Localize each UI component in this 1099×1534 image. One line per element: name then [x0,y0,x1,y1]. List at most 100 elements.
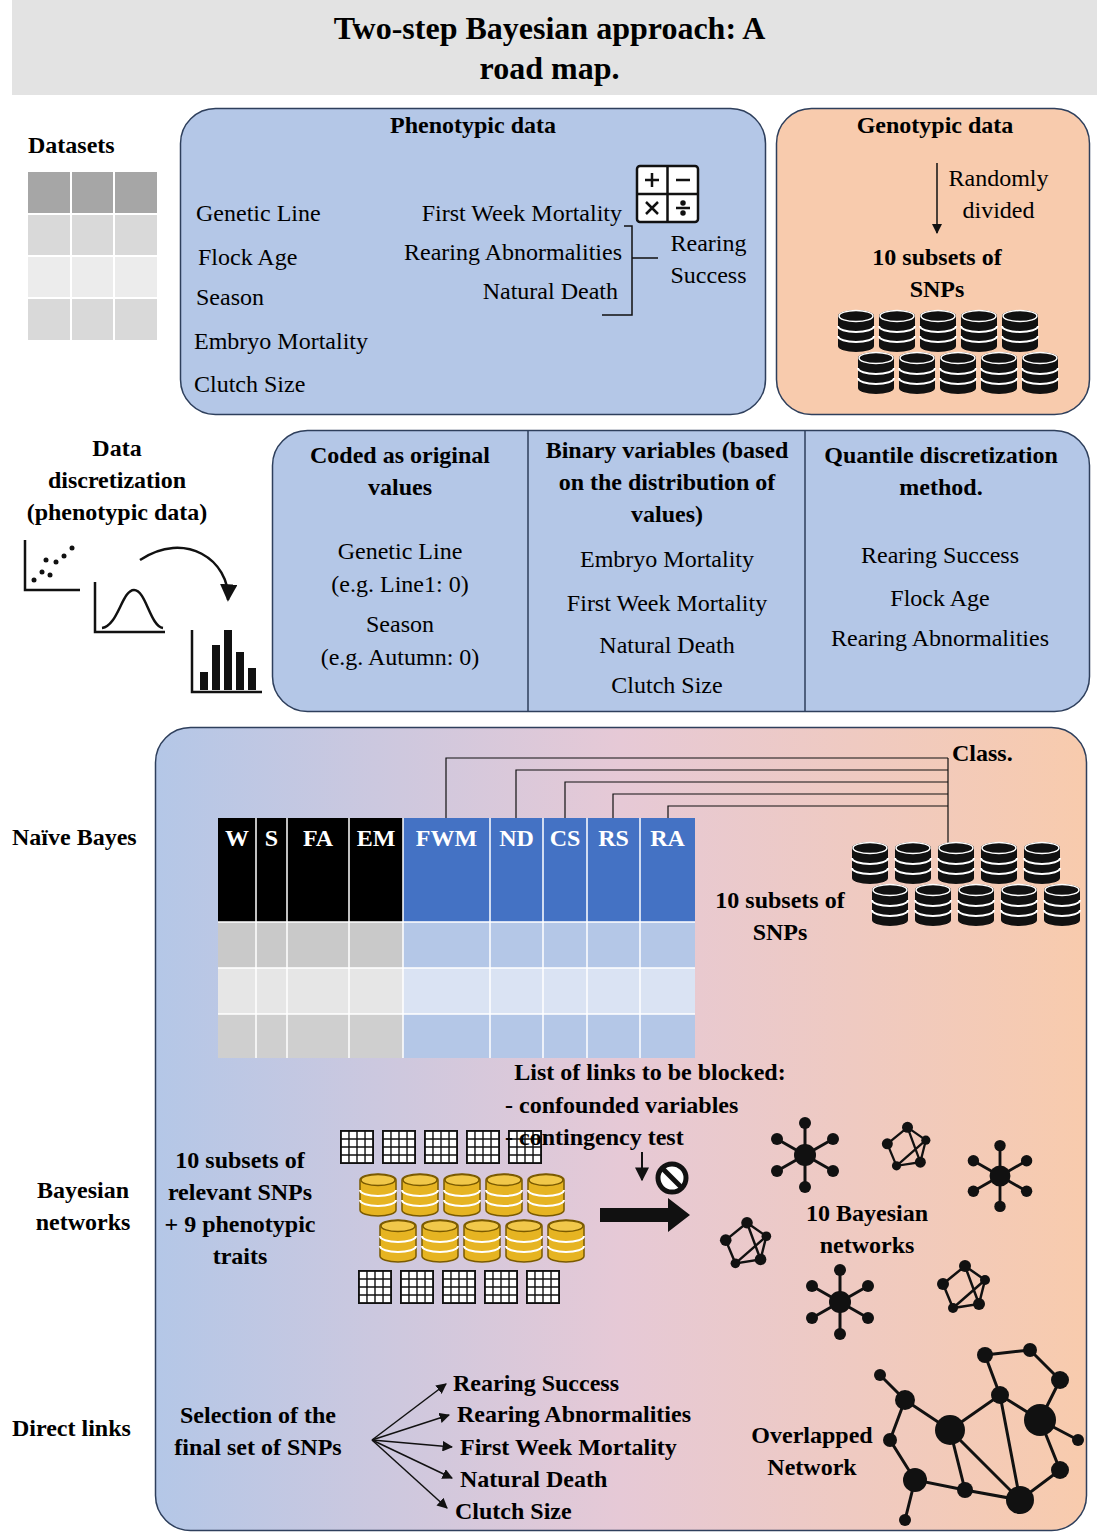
calculator-icon [637,166,698,222]
overlapped-network [883,1433,897,1447]
subset-icons [485,1271,517,1303]
chart-icons [25,540,80,590]
selection-arrows [372,1440,452,1478]
database-icons [872,884,908,926]
table-header: EM [349,822,403,854]
database-icons [895,842,931,884]
database-icons [961,310,997,352]
network-icons [771,1117,839,1193]
box-heading: Class. [952,737,1062,769]
chart-icons [40,570,45,575]
box-text: Clutch Size [455,1495,655,1527]
chart-icons [102,590,163,628]
chart-icons [200,630,256,690]
network-icons [882,1122,931,1171]
table-header: FA [287,822,349,854]
database-icons [1022,352,1058,394]
database-icons [1002,310,1038,352]
database-icons [940,352,976,394]
chart-icons [62,554,67,559]
overlapped-network [1051,1371,1069,1389]
phenotypic-box-shape [181,109,766,415]
selection-arrows [372,1440,447,1508]
box-text: Embryo Mortality [194,325,424,357]
box-text: Rearing Abnormalities [815,622,1065,654]
box-heading: Quantile discretization method. [810,439,1072,503]
overlapped-network [874,1343,1084,1526]
chart-icons [140,548,228,600]
row-label: Datasets [28,129,178,161]
network-icons [937,1260,990,1313]
data-table [218,968,403,1014]
data-table [218,1014,403,1058]
block-symbol [642,1152,686,1192]
database-icons [899,352,935,394]
chart-icons [192,630,262,692]
data-table [218,818,403,922]
row-label: Data discretization (phenotypic data) [22,432,212,528]
database-icons [958,884,994,926]
table-icon [28,214,157,256]
box-text: Season [283,608,517,640]
title-band [12,0,1097,95]
chart-icons [248,668,256,690]
selection-arrows [372,1415,449,1440]
box-text: - confounded variables [505,1089,805,1121]
box-heading: Binary variables (based on the distribut… [542,434,792,530]
subset-icons [528,1174,564,1216]
subset-icons [341,1131,584,1303]
chart-icons [32,546,75,583]
selection-arrows [372,1384,452,1508]
box-text: First Week Mortality [372,197,622,229]
subset-icons [401,1271,433,1303]
table-icon [28,172,157,214]
subset-icons [402,1174,438,1216]
overlapped-network [957,1482,973,1498]
box-text: Rearing Abnormalities [362,236,622,268]
box-text: Flock Age [815,582,1065,614]
table-icon [28,172,157,340]
box-text: Season [196,281,396,313]
network-icons [806,1264,874,1340]
box-text: Rearing Success [815,539,1065,571]
chart-icons [44,558,49,563]
chart-icons [212,645,220,690]
row-label: Direct links [12,1412,152,1444]
genotypic-box-shape [777,109,1090,415]
database-icons [838,310,874,352]
subset-icons [506,1220,542,1262]
subset-icons [464,1220,500,1262]
box-text: Overlapped Network [742,1419,882,1483]
box-text: Rearing Success [453,1367,713,1399]
overlapped-network [1023,1343,1037,1357]
box-text: List of links to be blocked: [470,1056,830,1088]
chart-icons [32,578,37,583]
calculator-icon [682,212,685,215]
chart-icons [95,582,165,632]
subset-icons [425,1131,457,1163]
subset-icons [341,1131,373,1163]
divide-arrow [936,163,938,233]
chart-icons [54,560,59,565]
subset-icons [422,1220,458,1262]
diagram-title: Two-step Bayesian approach: A road map. [322,8,777,88]
table-icon [28,172,157,340]
chart-icons [25,540,262,692]
subset-icons [486,1174,522,1216]
overlapped-network [1051,1461,1069,1479]
overlapped-network [1072,1434,1084,1446]
overlapped-network [874,1343,1084,1526]
class-brackets [446,758,948,855]
table-header: CS [543,822,587,854]
row-label: Bayesian networks [8,1174,158,1238]
binary-column: Binary variables (based on the distribut… [528,430,805,712]
block-symbol [662,1168,682,1188]
row-label: Naïve Bayes [12,821,152,853]
table-header: S [256,822,287,854]
box-text: Natural Death [540,629,794,661]
selection-arrows [372,1384,446,1440]
database-icons [938,842,974,884]
database-icons [852,842,888,884]
data-table [218,818,695,1058]
